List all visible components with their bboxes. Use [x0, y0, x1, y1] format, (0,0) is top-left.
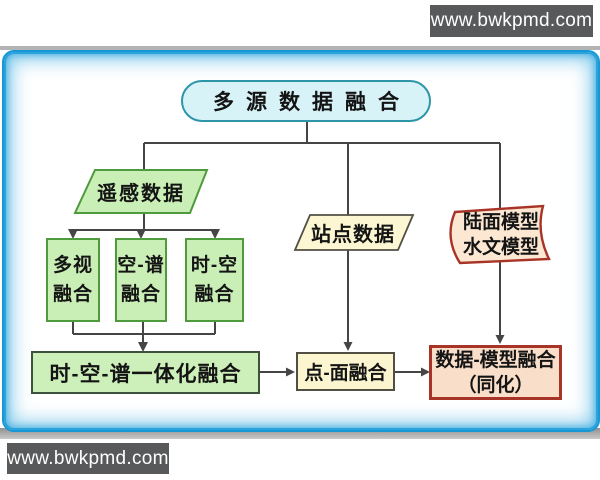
- node-remote-sensing-label: 遥感数据: [97, 183, 185, 205]
- node-station-data-label: 站点数据: [311, 224, 395, 246]
- station-data-shape: [293, 214, 415, 251]
- node-multiview-fusion: 多视 融合: [46, 238, 100, 322]
- node-title: 多源数据融合: [181, 80, 431, 122]
- title-label: 多源数据融合: [213, 91, 411, 114]
- node-integrated-fusion: 时-空-谱一体化融合: [31, 351, 260, 394]
- connector-arrowheads: [68, 229, 505, 377]
- node-temporal-spatial-fusion: 时-空 融合: [185, 238, 244, 322]
- models-shape: [449, 204, 551, 265]
- node-spatial-spectral-fusion: 空-谱 融合: [115, 238, 167, 322]
- remote-sensing-shape: [73, 169, 209, 214]
- node-models-label: 陆面模型 水文模型: [462, 212, 539, 258]
- node-data-model-fusion: 数据-模型融合 （同化）: [429, 345, 562, 400]
- watermark-top-text: www.bwkpmd.com: [430, 10, 593, 31]
- node-point-area-fusion: 点-面融合: [296, 352, 395, 391]
- watermark-top: www.bwkpmd.com: [430, 5, 593, 37]
- bottom-gray-strip: [0, 428, 600, 439]
- watermark-bottom: www.bwkpmd.com: [7, 443, 169, 474]
- watermark-bottom-text: www.bwkpmd.com: [7, 447, 169, 469]
- top-gray-strip: [0, 46, 600, 50]
